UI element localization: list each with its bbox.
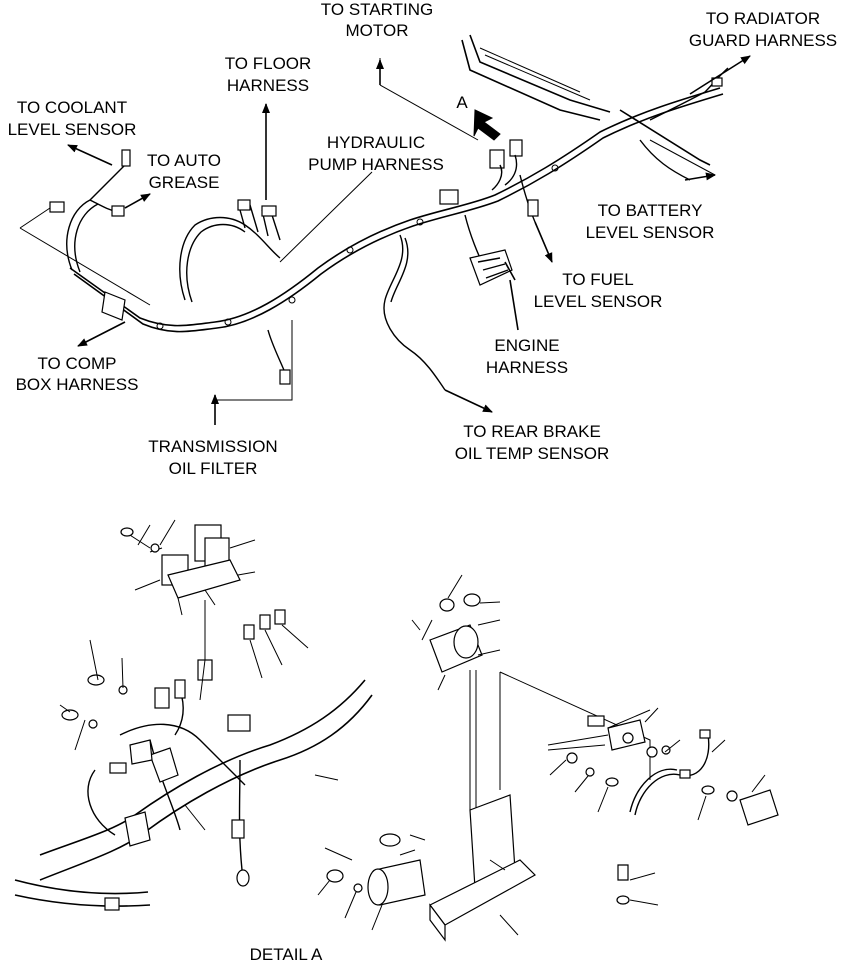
solenoid — [411, 574, 501, 691]
leader-lines — [67, 55, 751, 425]
label-radiator-line1: TO RADIATOR — [706, 9, 820, 28]
label-rear-brake-line2: OIL TEMP SENSOR — [455, 444, 610, 463]
label-engine-line1: ENGINE — [494, 336, 559, 355]
detail-a-drawing — [14, 519, 779, 942]
label-coolant-line1: TO COOLANT — [17, 98, 127, 117]
label-comp-box-line1: TO COMP — [37, 354, 116, 373]
fittings — [547, 707, 779, 906]
label-floor-line1: TO FLOOR — [225, 54, 312, 73]
label-starting-motor-line2: MOTOR — [346, 21, 409, 40]
relay-bracket — [120, 519, 256, 616]
label-battery-line1: TO BATTERY — [598, 201, 703, 220]
mounting-bracket — [429, 794, 536, 942]
label-fuel-line1: TO FUEL — [562, 270, 633, 289]
label-fuel-line2: LEVEL SENSOR — [534, 292, 663, 311]
label-detail-a: DETAIL A — [250, 945, 323, 962]
main-harness — [19, 34, 729, 391]
clips — [243, 609, 309, 679]
label-rear-brake-line1: TO REAR BRAKE — [463, 422, 601, 441]
label-comp-box-line2: BOX HARNESS — [16, 375, 139, 394]
label-transmission-line1: TRANSMISSION — [148, 437, 277, 456]
label-floor-line2: HARNESS — [227, 76, 309, 95]
label-hydraulic-line2: PUMP HARNESS — [308, 155, 444, 174]
label-auto-grease-line1: TO AUTO — [147, 151, 221, 170]
label-battery-line2: LEVEL SENSOR — [586, 223, 715, 242]
label-view-marker: A — [456, 93, 468, 112]
labels: TO STARTING MOTOR TO RADIATOR GUARD HARN… — [8, 0, 838, 962]
label-coolant-line2: LEVEL SENSOR — [8, 120, 137, 139]
label-auto-grease-line2: GREASE — [149, 173, 220, 192]
label-engine-line2: HARNESS — [486, 358, 568, 377]
label-starting-motor-line1: TO STARTING — [321, 0, 433, 19]
view-arrow-icon — [473, 109, 501, 141]
label-radiator-line2: GUARD HARNESS — [689, 31, 837, 50]
label-transmission-line2: OIL FILTER — [169, 459, 258, 478]
label-hydraulic-line1: HYDRAULIC — [327, 133, 425, 152]
lower-solenoid — [317, 833, 426, 931]
